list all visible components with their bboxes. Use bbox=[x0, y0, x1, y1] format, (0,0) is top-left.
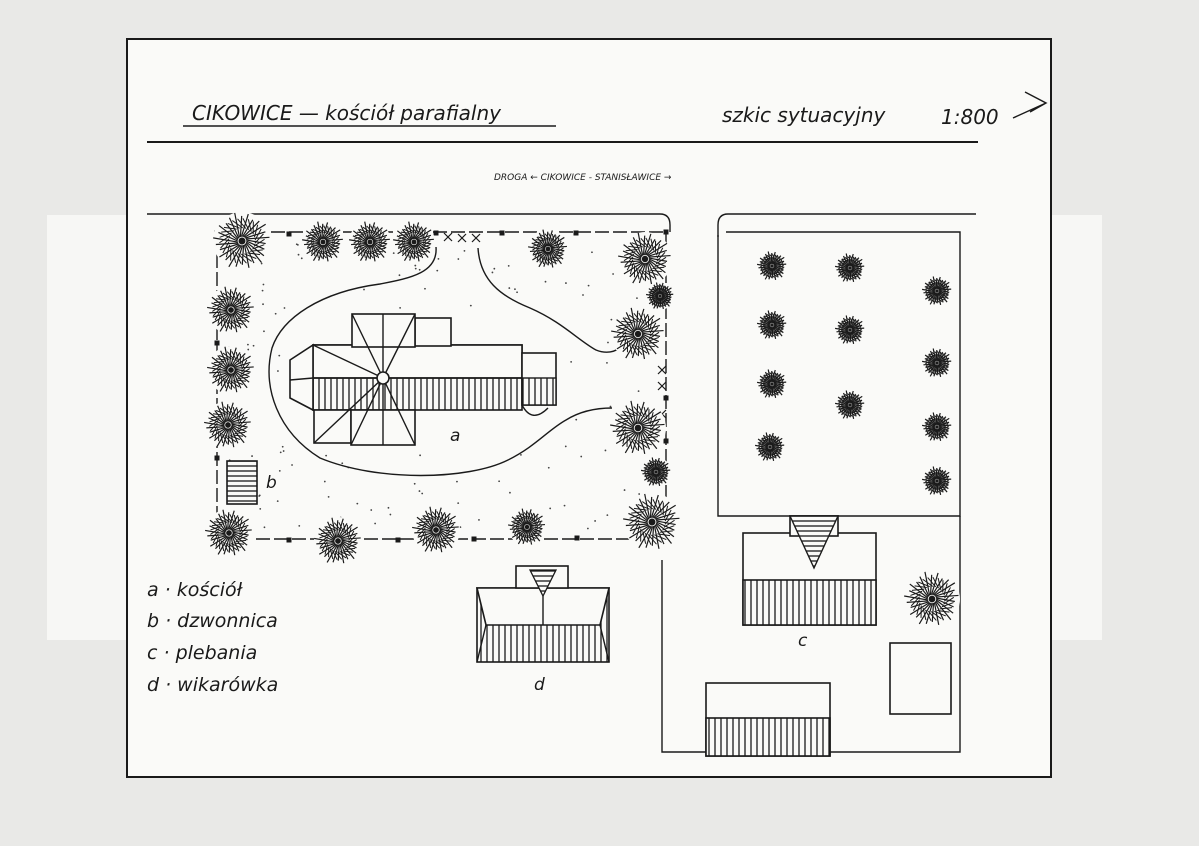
grave-cross bbox=[443, 232, 453, 242]
fence-post bbox=[286, 231, 292, 237]
legend-item-b: b · dzwonnica bbox=[147, 610, 278, 632]
fence-post bbox=[471, 536, 477, 542]
tree-icon bbox=[314, 517, 362, 565]
tree-icon bbox=[756, 310, 787, 340]
tree-icon bbox=[393, 221, 435, 263]
tree-icon bbox=[213, 212, 271, 270]
tree-icon bbox=[904, 571, 960, 627]
tree-icon bbox=[756, 369, 787, 399]
legend-item-d: d · wikarówka bbox=[147, 674, 278, 696]
tree-icon bbox=[921, 466, 952, 496]
parsonage-c bbox=[742, 515, 877, 626]
fence-post bbox=[499, 230, 505, 236]
orchard bbox=[754, 251, 952, 496]
fence-post bbox=[663, 395, 669, 401]
fence-post bbox=[573, 230, 579, 236]
fence-post bbox=[663, 229, 669, 235]
north-arrow-icon bbox=[1012, 91, 1048, 119]
tree-icon bbox=[302, 221, 344, 263]
footpath-east bbox=[477, 247, 621, 353]
tree-icon bbox=[623, 493, 681, 551]
grave-cross bbox=[471, 233, 481, 243]
fence-post bbox=[433, 230, 439, 236]
legend-item-c: c · plebania bbox=[147, 642, 257, 664]
fence-post bbox=[395, 537, 401, 543]
tree-icon bbox=[921, 412, 952, 442]
tree-icon bbox=[834, 390, 865, 420]
vicarage-d bbox=[475, 565, 611, 663]
road-label: DROGA ← CIKOWICE - STANISŁAWICE → bbox=[494, 173, 672, 183]
tree-icon bbox=[528, 229, 568, 269]
tree-icon bbox=[204, 401, 252, 449]
tree-icon bbox=[207, 346, 255, 394]
road-edge-right bbox=[717, 213, 976, 237]
fence-post bbox=[286, 537, 292, 543]
tree-icon bbox=[207, 286, 255, 334]
road-edge-left bbox=[147, 213, 671, 232]
legend: a · kościół b · dzwonnica c · plebania d… bbox=[147, 579, 278, 696]
tree-icon bbox=[349, 221, 391, 263]
subtitle: szkic sytuacyjny bbox=[722, 103, 887, 127]
tree-icon bbox=[205, 509, 253, 557]
tree-icon bbox=[640, 457, 671, 487]
tree-icon bbox=[508, 508, 546, 546]
church-a bbox=[289, 313, 557, 446]
tree-icon bbox=[921, 348, 952, 378]
fence-post bbox=[214, 455, 220, 461]
fence-post bbox=[574, 535, 580, 541]
tree-icon bbox=[611, 307, 665, 361]
background-band-left bbox=[47, 215, 129, 640]
footpath bbox=[268, 246, 613, 477]
label-a: a bbox=[450, 426, 460, 446]
outbuilding-small bbox=[889, 642, 952, 715]
label-c: c bbox=[798, 631, 808, 651]
label-b: b bbox=[266, 473, 277, 493]
grave-cross bbox=[657, 381, 667, 391]
background-band-right bbox=[1052, 215, 1102, 640]
legend-item-a: a · kościół bbox=[147, 579, 244, 601]
tree-icon bbox=[412, 506, 460, 554]
tree-icon bbox=[921, 276, 952, 306]
outbuilding-barn-roof bbox=[705, 717, 831, 757]
scale-label: 1:800 bbox=[941, 105, 999, 129]
tree-icon bbox=[618, 232, 672, 286]
fence-post bbox=[214, 340, 220, 346]
fence-post bbox=[663, 438, 669, 444]
tree-icon bbox=[754, 432, 785, 462]
tree-icon bbox=[834, 315, 865, 345]
fence-posts bbox=[214, 229, 669, 543]
grave-cross bbox=[457, 233, 467, 243]
belfry-b bbox=[226, 460, 258, 505]
tree-icon bbox=[645, 282, 674, 310]
title: CIKOWICE — kościół parafialny bbox=[192, 101, 502, 125]
grave-cross bbox=[657, 365, 667, 375]
trees bbox=[204, 212, 960, 627]
tree-icon bbox=[756, 251, 787, 281]
tree-icon bbox=[834, 253, 865, 283]
tree-icon bbox=[610, 400, 666, 456]
label-d: d bbox=[534, 675, 545, 695]
